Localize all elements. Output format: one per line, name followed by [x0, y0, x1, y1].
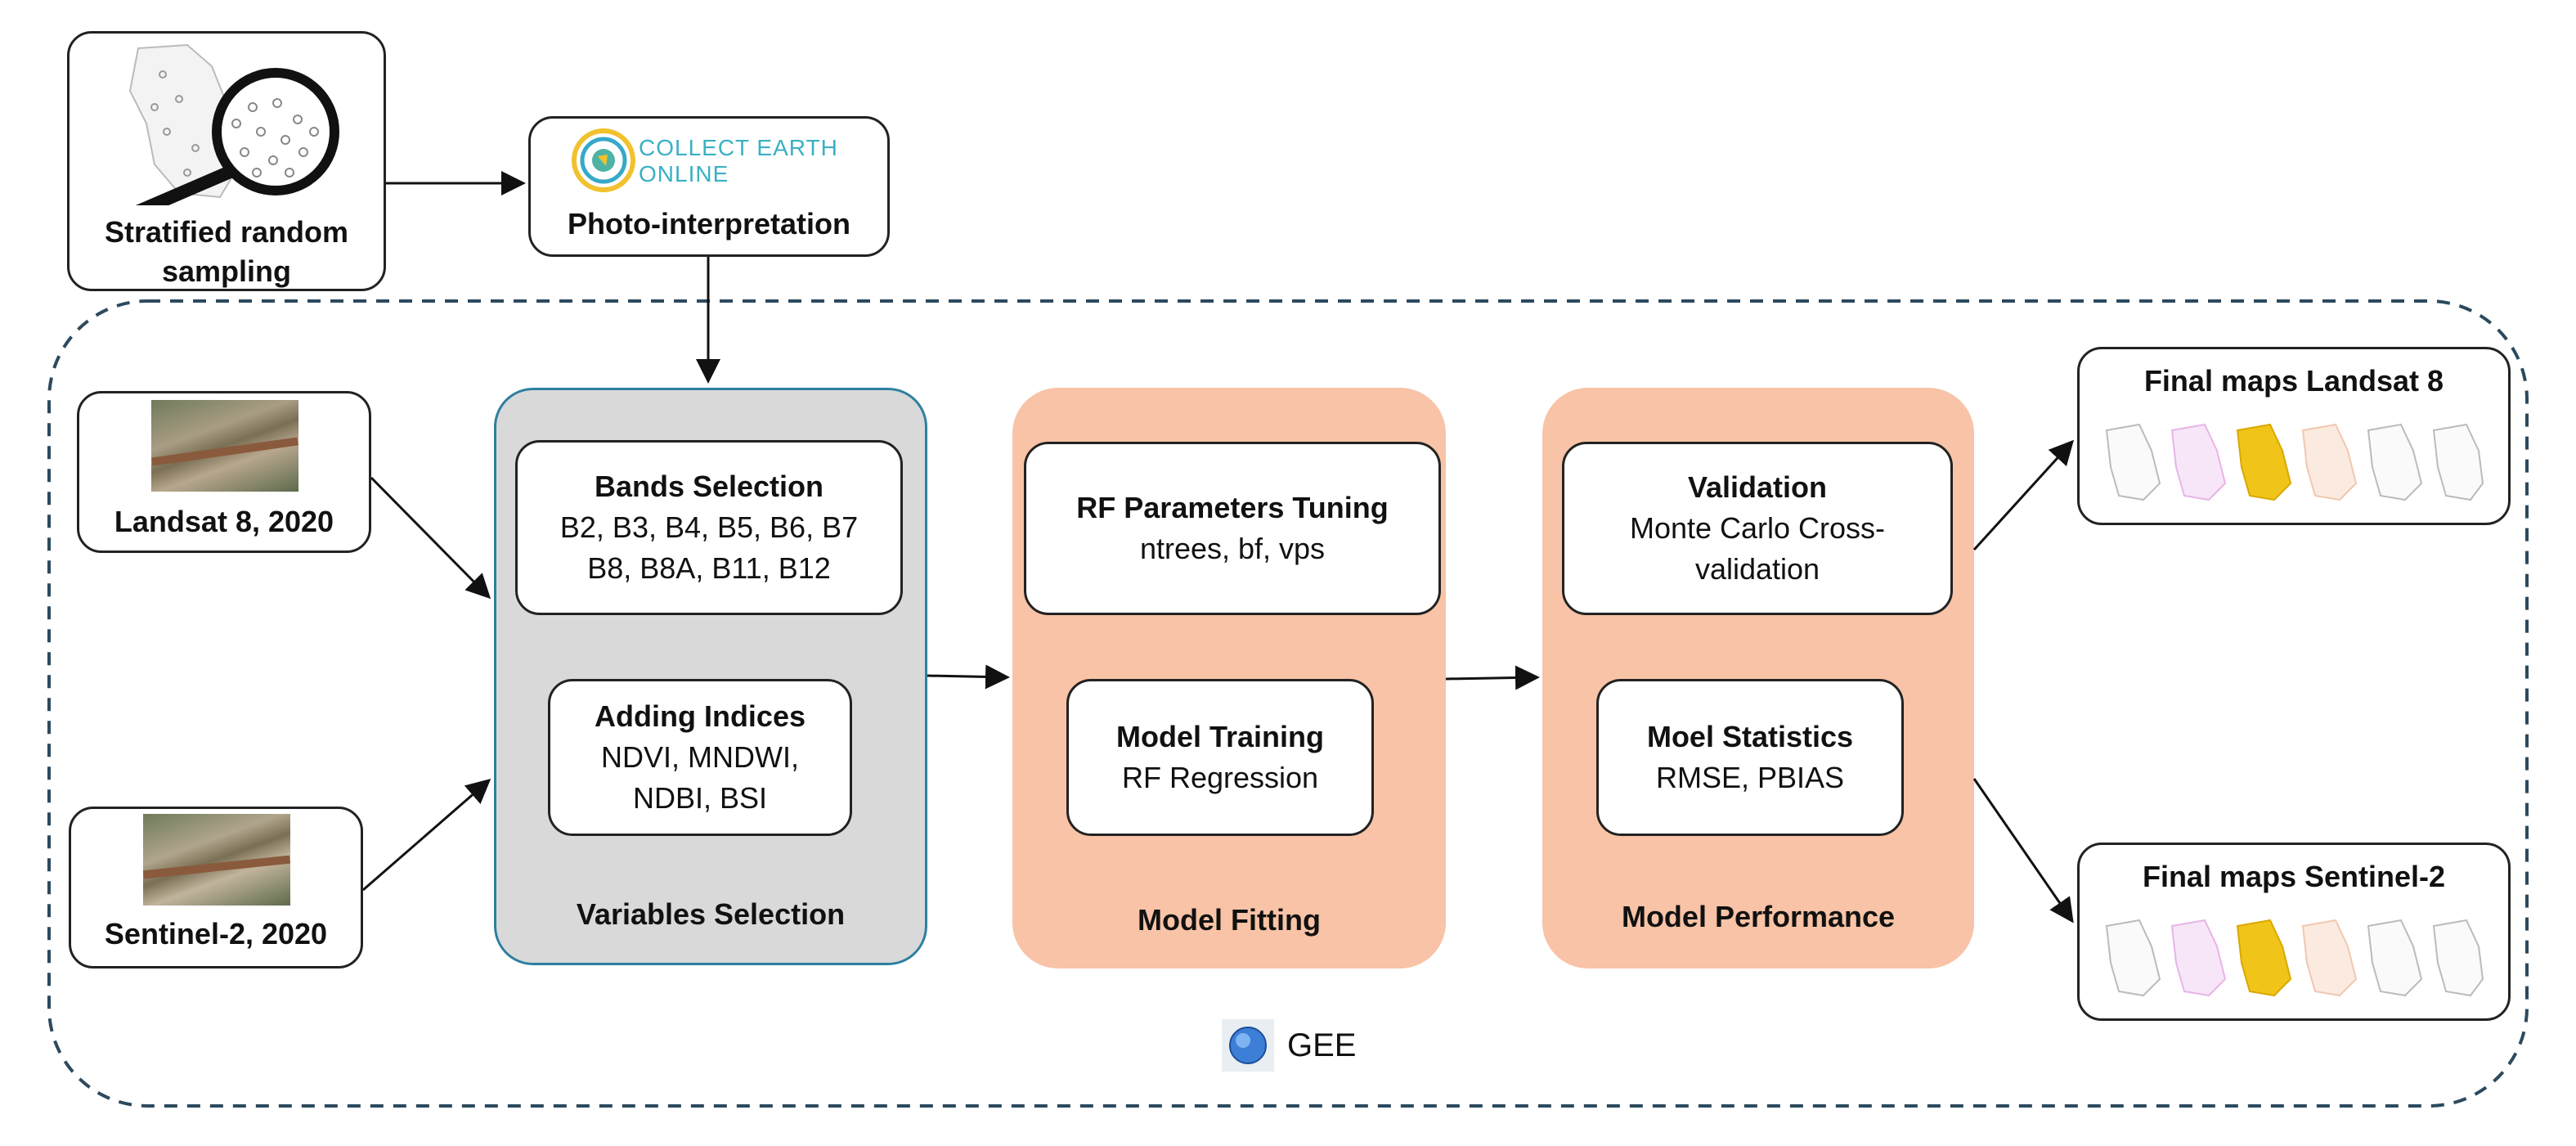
adding-indices-line2: NDBI, BSI [632, 781, 768, 815]
arrow-performance-to-landsat-maps [1972, 439, 2075, 551]
rf-tuning-line1: ntrees, bf, vps [1139, 532, 1326, 565]
landsat-input-box: Landsat 8, 2020 [77, 391, 371, 553]
adding-indices-line1: NDVI, MNDWI, [601, 740, 799, 774]
arrow-variables-to-fitting [927, 664, 1010, 690]
model-training-box: Model Training RF Regression [1066, 679, 1374, 836]
gee-globe-icon [1222, 1019, 1274, 1072]
landsat-satellite-image [151, 400, 298, 492]
model-statistics-line1: RMSE, PBIAS [1655, 761, 1845, 794]
sentinel-input-label: Sentinel-2, 2020 [104, 917, 328, 951]
final-maps-landsat-box: Final maps Landsat 8 [2077, 347, 2511, 525]
sentinel-input-box: Sentinel-2, 2020 [69, 807, 363, 968]
validation-box: Validation Monte Carlo Cross- validation [1562, 442, 1953, 615]
model-fitting-label: Model Fitting [1138, 903, 1321, 937]
rf-tuning-title: RF Parameters Tuning [1076, 491, 1389, 524]
sampling-title-line2: sampling [161, 254, 292, 288]
collect-earth-logo-line1: COLLECT EARTH [639, 135, 838, 160]
sentinel-maps-thumbnails [2105, 919, 2484, 997]
model-training-line1: RF Regression [1121, 761, 1319, 794]
validation-line1: Monte Carlo Cross- [1629, 511, 1886, 545]
model-training-title: Model Training [1115, 720, 1324, 753]
model-statistics-box: Moel Statistics RMSE, PBIAS [1596, 679, 1904, 836]
gee-label-group: GEE [1222, 1019, 1356, 1072]
model-performance-label: Model Performance [1621, 900, 1896, 933]
collect-earth-logo-icon [572, 128, 635, 192]
bands-selection-line2: B8, B8A, B11, B12 [587, 551, 831, 585]
sentinel-satellite-image [142, 814, 291, 906]
final-maps-landsat-title: Final maps Landsat 8 [2143, 364, 2444, 398]
validation-line2: validation [1694, 552, 1820, 586]
rf-tuning-box: RF Parameters Tuning ntrees, bf, vps [1024, 442, 1441, 615]
gee-label: GEE [1287, 1027, 1357, 1063]
sampling-box: Stratified random sampling [67, 31, 386, 291]
final-maps-sentinel-box: Final maps Sentinel-2 [2077, 843, 2511, 1021]
arrow-performance-to-sentinel-maps [1972, 778, 2074, 924]
arrow-landsat-to-variables [370, 476, 491, 600]
photo-interpretation-box: COLLECT EARTH ONLINE Photo-interpretatio… [528, 116, 890, 257]
collect-earth-logo-line2: ONLINE [639, 161, 729, 187]
final-maps-sentinel-title: Final maps Sentinel-2 [2142, 860, 2446, 893]
validation-title: Validation [1687, 470, 1828, 504]
adding-indices-title: Adding Indices [594, 699, 806, 733]
sampling-title-line1: Stratified random [104, 215, 349, 249]
bands-selection-title: Bands Selection [594, 470, 824, 503]
landsat-maps-thumbnails [2105, 423, 2484, 501]
landsat-input-label: Landsat 8, 2020 [114, 505, 334, 538]
arrow-sentinel-to-variables [362, 779, 491, 892]
model-statistics-title: Moel Statistics [1646, 720, 1854, 753]
magnifier-map-icon [128, 43, 339, 205]
adding-indices-box: Adding Indices NDVI, MNDWI, NDBI, BSI [548, 679, 852, 836]
bands-selection-box: Bands Selection B2, B3, B4, B5, B6, B7 B… [515, 440, 903, 615]
bands-selection-line1: B2, B3, B4, B5, B6, B7 [559, 510, 859, 544]
photo-interpretation-title: Photo-interpretation [568, 207, 850, 240]
variables-selection-label: Variables Selection [576, 897, 846, 931]
arrow-fitting-to-performance [1445, 665, 1540, 690]
